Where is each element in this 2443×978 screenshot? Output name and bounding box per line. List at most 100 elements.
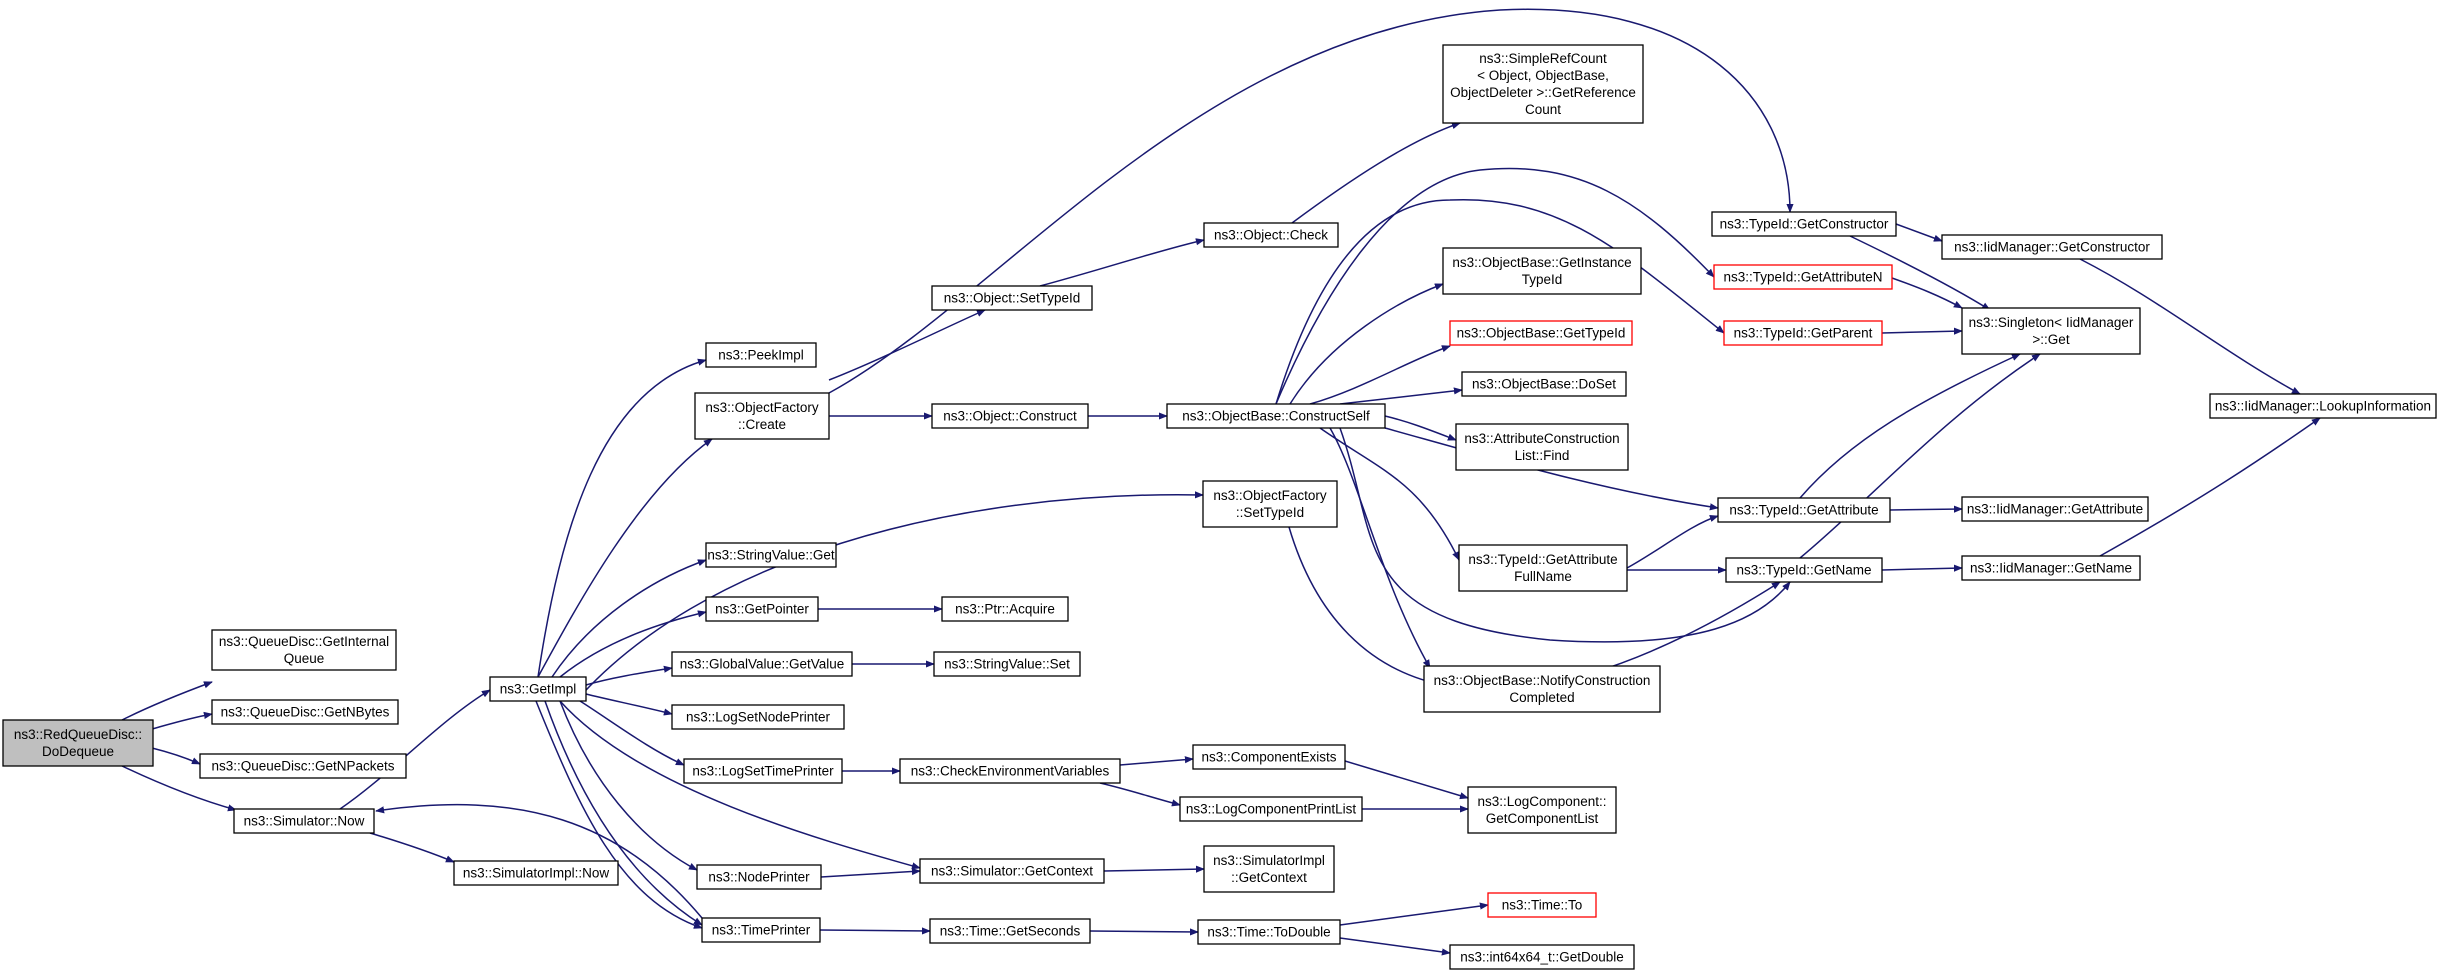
call-edge-9: [551, 559, 707, 678]
node-box: [1455, 423, 1629, 471]
node-label-line: ns3::LogSetNodePrinter: [686, 710, 831, 725]
node-time-to[interactable]: ns3::Time::To: [1487, 892, 1597, 918]
node-simimpl-getcontext[interactable]: ns3::SimulatorImpl::GetContext: [1203, 845, 1335, 893]
node-box: [453, 860, 619, 886]
node-label-line: Completed: [1509, 690, 1574, 705]
node-tid-getattribute[interactable]: ns3::TypeId::GetAttribute: [1717, 497, 1891, 523]
node-tid-getattrn[interactable]: ns3::TypeId::GetAttributeN: [1713, 264, 1893, 290]
call-edge-39: [1339, 937, 1451, 956]
node-ob-doset[interactable]: ns3::ObjectBase::DoSet: [1461, 371, 1627, 397]
node-box: [1961, 307, 2141, 355]
node-logcompprint[interactable]: ns3::LogComponentPrintList: [1179, 796, 1363, 822]
node-ptr-acquire[interactable]: ns3::Ptr::Acquire: [941, 596, 1069, 622]
node-ob-constructself[interactable]: ns3::ObjectBase::ConstructSelf: [1166, 403, 1386, 429]
node-box: [1723, 320, 1883, 346]
node-iid-getname[interactable]: ns3::IidManager::GetName: [1961, 555, 2141, 581]
node-logsettime[interactable]: ns3::LogSetTimePrinter: [683, 758, 843, 784]
node-root: ns3::RedQueueDisc::DoDequeue: [2, 719, 154, 767]
node-box: [1961, 555, 2141, 581]
node-of-settypeid[interactable]: ns3::ObjectFactory::SetTypeId: [1202, 480, 1338, 528]
call-edge-18: [575, 491, 1204, 702]
call-edge-59: [1881, 564, 1963, 572]
node-sv-get[interactable]: ns3::StringValue::Get: [705, 542, 837, 568]
node-simimpl-now[interactable]: ns3::SimulatorImpl::Now: [453, 860, 619, 886]
node-box: [1179, 796, 1363, 822]
node-label-line: ns3::LogComponentPrintList: [1186, 802, 1357, 817]
node-label-line: TypeId: [1522, 272, 1563, 287]
function-nodes: ns3::RedQueueDisc::DoDequeuens3::QueueDi…: [2, 44, 2437, 970]
node-checkenv[interactable]: ns3::CheckEnvironmentVariables: [899, 758, 1121, 784]
node-label-line: ns3::ComponentExists: [1201, 750, 1336, 765]
node-label-line: ns3::ObjectFactory: [1213, 488, 1327, 503]
call-edge-12: [585, 693, 673, 716]
node-qd-getnpackets[interactable]: ns3::QueueDisc::GetNPackets: [199, 753, 407, 779]
node-sim-getcontext[interactable]: ns3::Simulator::GetContext: [919, 858, 1105, 884]
node-label-line: ns3::QueueDisc::GetNBytes: [221, 705, 390, 720]
node-label-line: List::Find: [1515, 448, 1570, 463]
node-time-getseconds[interactable]: ns3::Time::GetSeconds: [929, 918, 1091, 944]
node-sim-now[interactable]: ns3::Simulator::Now: [233, 808, 375, 834]
node-int64-getdouble[interactable]: ns3::int64x64_t::GetDouble: [1449, 944, 1635, 970]
node-label-line: ns3::CheckEnvironmentVariables: [911, 764, 1110, 779]
node-sv-set[interactable]: ns3::StringValue::Set: [933, 651, 1081, 677]
node-label-line: ns3::AttributeConstruction: [1464, 431, 1619, 446]
call-edge-5: [339, 689, 491, 810]
node-box: [1461, 371, 1627, 397]
node-box: [211, 699, 399, 725]
node-time-todouble[interactable]: ns3::Time::ToDouble: [1197, 919, 1341, 945]
node-timeprinter[interactable]: ns3::TimePrinter: [701, 917, 821, 943]
node-box: [941, 596, 1069, 622]
node-box: [929, 918, 1091, 944]
node-nodeprinter[interactable]: ns3::NodePrinter: [696, 864, 822, 890]
node-box: [1713, 264, 1893, 290]
node-getimpl[interactable]: ns3::GetImpl: [489, 676, 587, 702]
node-label-line: ns3::ObjectBase::ConstructSelf: [1182, 409, 1370, 424]
node-label-line: ns3::NodePrinter: [708, 870, 810, 885]
node-tid-getparent[interactable]: ns3::TypeId::GetParent: [1723, 320, 1883, 346]
node-label-line: ns3::Time::GetSeconds: [940, 924, 1081, 939]
node-label-line: ns3::Simulator::GetContext: [931, 864, 1093, 879]
node-of-create[interactable]: ns3::ObjectFactory::Create: [694, 392, 830, 440]
call-edge-1: [121, 681, 213, 721]
node-logcomp-getlist[interactable]: ns3::LogComponent::GetComponentList: [1467, 786, 1617, 834]
node-box: [931, 285, 1093, 311]
call-edge-56: [1799, 353, 2021, 499]
node-getpointer[interactable]: ns3::GetPointer: [705, 596, 819, 622]
call-edge-22: [828, 8, 1794, 394]
node-label-line: ns3::ObjectBase::GetTypeId: [1457, 326, 1626, 341]
node-ob-notify[interactable]: ns3::ObjectBase::NotifyConstructionCompl…: [1423, 665, 1661, 713]
node-box: [1197, 919, 1341, 945]
node-qd-getnbytes[interactable]: ns3::QueueDisc::GetNBytes: [211, 699, 399, 725]
node-tid-getconstructor[interactable]: ns3::TypeId::GetConstructor: [1711, 211, 1897, 237]
call-edge-19: [375, 803, 703, 919]
node-singleton-get[interactable]: ns3::Singleton< IidManager>::Get: [1961, 307, 2141, 355]
node-label-line: ::SetTypeId: [1236, 505, 1304, 520]
node-box: [1442, 247, 1642, 295]
node-iid-getconstructor[interactable]: ns3::IidManager::GetConstructor: [1941, 234, 2163, 260]
node-obj-construct[interactable]: ns3::Object::Construct: [931, 403, 1089, 429]
node-iid-lookup[interactable]: ns3::IidManager::LookupInformation: [2209, 393, 2437, 419]
node-simplerefcount[interactable]: ns3::SimpleRefCount< Object, ObjectBase,…: [1442, 44, 1644, 124]
node-compexists[interactable]: ns3::ComponentExists: [1192, 744, 1346, 770]
node-ob-gettypeid[interactable]: ns3::ObjectBase::GetTypeId: [1449, 320, 1633, 346]
node-peekimpl[interactable]: ns3::PeekImpl: [705, 342, 817, 368]
call-edge-53: [1849, 235, 1991, 311]
node-obj-check[interactable]: ns3::Object::Check: [1203, 222, 1339, 248]
node-label-line: ns3::SimulatorImpl::Now: [463, 866, 610, 881]
node-box: [489, 676, 587, 702]
node-label-line: ns3::Object::Check: [1214, 228, 1328, 243]
node-tid-getname[interactable]: ns3::TypeId::GetName: [1725, 557, 1883, 583]
node-iid-getattribute[interactable]: ns3::IidManager::GetAttribute: [1961, 496, 2149, 522]
call-edge-28: [1039, 238, 1205, 287]
node-obj-settypeid[interactable]: ns3::Object::SetTypeId: [931, 285, 1093, 311]
node-logsetnode[interactable]: ns3::LogSetNodePrinter: [671, 704, 845, 730]
node-box: [705, 542, 837, 568]
node-label-line: ns3::TypeId::GetConstructor: [1720, 217, 1889, 232]
node-gv-getvalue[interactable]: ns3::GlobalValue::GetValue: [671, 651, 853, 677]
call-edge-50: [1626, 515, 1719, 569]
node-label-line: ns3::SimpleRefCount: [1479, 51, 1607, 66]
